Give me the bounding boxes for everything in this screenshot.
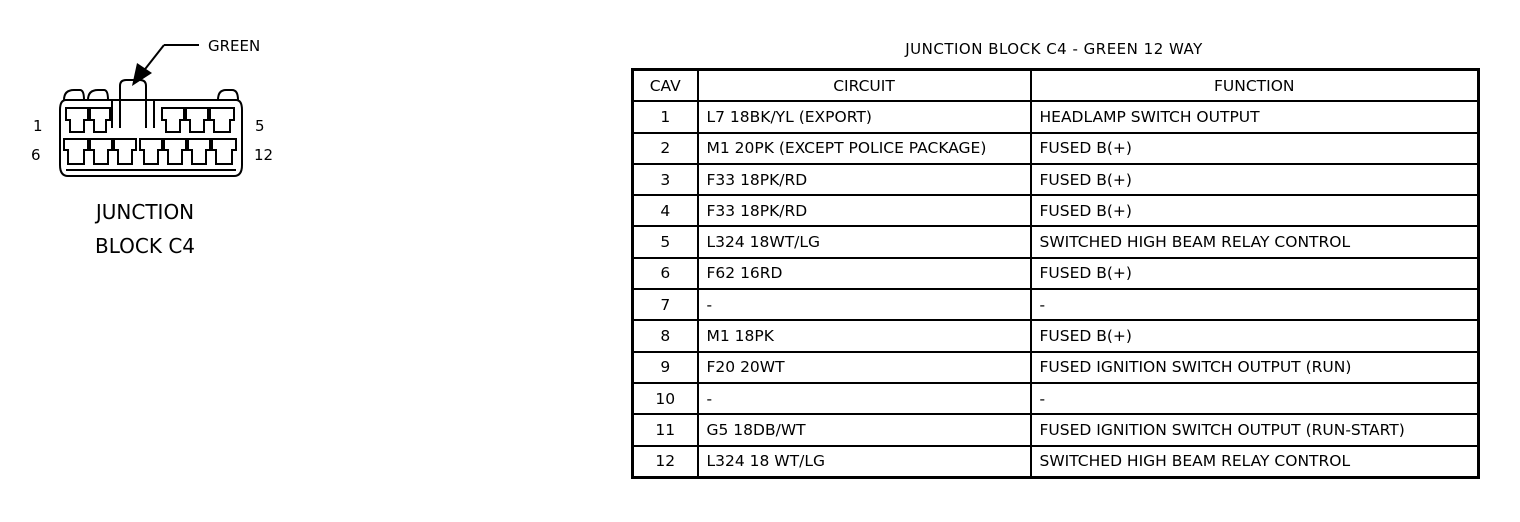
- cell-cav: 7: [631, 288, 699, 322]
- cell-function: HEADLAMP SWITCH OUTPUT: [1029, 100, 1480, 134]
- pin-label-6: 6: [31, 146, 41, 164]
- cell-cav: 5: [631, 225, 699, 259]
- cell-circuit: F33 18PK/RD: [696, 194, 1032, 228]
- cell-circuit: L7 18BK/YL (EXPORT): [696, 100, 1032, 134]
- connector-title-line2: BLOCK C4: [95, 234, 195, 258]
- cell-cav: 6: [631, 256, 699, 291]
- table-title: JUNCTION BLOCK C4 - GREEN 12 WAY: [905, 40, 1203, 58]
- table-row: 2 M1 20PK (EXCEPT POLICE PACKAGE) FUSED …: [631, 131, 1480, 165]
- table-row: 5 L324 18WT/LG SWITCHED HIGH BEAM RELAY …: [631, 225, 1480, 259]
- cell-cav: 10: [631, 381, 699, 416]
- table-row: 9 F20 20WT FUSED IGNITION SWITCH OUTPUT …: [631, 350, 1480, 384]
- cell-cav: 1: [631, 100, 699, 134]
- cell-cav: 11: [631, 413, 699, 447]
- table-row: 11 G5 18DB/WT FUSED IGNITION SWITCH OUTP…: [631, 413, 1480, 447]
- cell-function: FUSED B(+): [1029, 131, 1480, 165]
- cell-circuit: G5 18DB/WT: [696, 413, 1032, 447]
- table-row: 4 F33 18PK/RD FUSED B(+): [631, 194, 1480, 228]
- cell-function: FUSED B(+): [1029, 162, 1480, 197]
- cell-circuit: L324 18 WT/LG: [696, 444, 1032, 479]
- cell-circuit: -: [696, 288, 1032, 322]
- cell-function: -: [1029, 381, 1480, 416]
- cell-function: SWITCHED HIGH BEAM RELAY CONTROL: [1029, 225, 1480, 259]
- header-function: FUNCTION: [1029, 68, 1480, 103]
- cell-cav: 3: [631, 162, 699, 197]
- pin-label-1: 1: [33, 117, 43, 135]
- cell-function: FUSED B(+): [1029, 194, 1480, 228]
- cell-cav: 8: [631, 319, 699, 353]
- cell-cav: 4: [631, 194, 699, 228]
- cell-function: FUSED IGNITION SWITCH OUTPUT (RUN-START): [1029, 413, 1480, 447]
- cell-circuit: L324 18WT/LG: [696, 225, 1032, 259]
- table-row: 1 L7 18BK/YL (EXPORT) HEADLAMP SWITCH OU…: [631, 100, 1480, 134]
- cell-function: -: [1029, 288, 1480, 322]
- cell-function: FUSED B(+): [1029, 319, 1480, 353]
- pin-label-12: 12: [254, 146, 273, 164]
- cell-function: SWITCHED HIGH BEAM RELAY CONTROL: [1029, 444, 1480, 479]
- table-row: 3 F33 18PK/RD FUSED B(+): [631, 162, 1480, 197]
- pin-label-5: 5: [255, 117, 265, 135]
- table-row: 8 M1 18PK FUSED B(+): [631, 319, 1480, 353]
- cell-cav: 9: [631, 350, 699, 384]
- header-circuit: CIRCUIT: [696, 68, 1032, 103]
- table-row: 12 L324 18 WT/LG SWITCHED HIGH BEAM RELA…: [631, 444, 1480, 479]
- pinout-table: CAV CIRCUIT FUNCTION 1 L7 18BK/YL (EXPOR…: [631, 68, 1480, 479]
- cell-function: FUSED IGNITION SWITCH OUTPUT (RUN): [1029, 350, 1480, 384]
- table-header-row: CAV CIRCUIT FUNCTION: [631, 68, 1480, 103]
- header-cav: CAV: [631, 68, 699, 103]
- cell-cav: 2: [631, 131, 699, 165]
- connector-body: [59, 79, 243, 177]
- connector-title-line1: JUNCTION: [94, 200, 194, 224]
- connector-drawing: GREEN 1 5 6 12 JUNCTION BLOCK C4: [31, 37, 273, 258]
- connector-color-label: GREEN: [208, 37, 260, 55]
- cell-circuit: F33 18PK/RD: [696, 162, 1032, 197]
- cell-circuit: F20 20WT: [696, 350, 1032, 384]
- cell-circuit: F62 16RD: [696, 256, 1032, 291]
- table-row: 6 F62 16RD FUSED B(+): [631, 256, 1480, 291]
- cell-function: FUSED B(+): [1029, 256, 1480, 291]
- table-row: 10 - -: [631, 381, 1480, 416]
- cell-circuit: M1 20PK (EXCEPT POLICE PACKAGE): [696, 131, 1032, 165]
- cell-circuit: -: [696, 381, 1032, 416]
- cell-circuit: M1 18PK: [696, 319, 1032, 353]
- table-row: 7 - -: [631, 288, 1480, 322]
- cell-cav: 12: [631, 444, 699, 479]
